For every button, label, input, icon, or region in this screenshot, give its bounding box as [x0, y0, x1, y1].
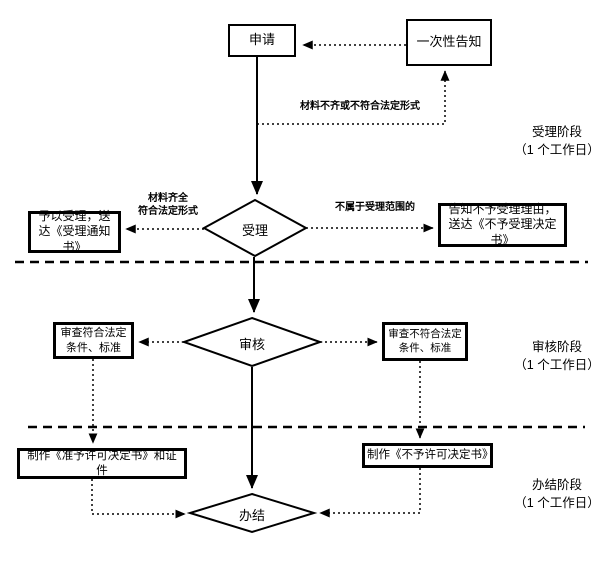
arrow-denial-to-complete	[319, 468, 421, 518]
stage-review-duration: （1 个工作日）	[514, 357, 600, 372]
arrow-permit-to-complete	[91, 479, 186, 519]
materials-incomplete-label: 材料不齐或不符合法定形式	[300, 101, 420, 112]
stage-review-name: 审核阶段	[531, 340, 582, 354]
stage-label-complete: 办结阶段 （1 个工作日）	[508, 477, 605, 512]
stage-complete-name: 办结阶段	[531, 478, 582, 492]
review-diamond	[180, 316, 324, 368]
grant-accept-box: 予以受理，送达《受理通知书》	[28, 209, 121, 254]
complete-diamond	[186, 492, 318, 534]
stage-complete-duration: （1 个工作日）	[514, 495, 600, 510]
make-denial-box: 制作《不予许可决定书》	[362, 443, 494, 468]
accept-diamond-label: 受理	[241, 223, 268, 238]
arrow-incomplete-feedback	[257, 70, 450, 125]
stage-accept-duration: （1 个工作日）	[514, 142, 600, 157]
review-diamond-label: 审核	[238, 337, 265, 352]
out-of-scope-label: 不属于受理范围的	[335, 202, 415, 213]
materials-complete-line2: 符合法定形式	[138, 205, 198, 217]
stage-label-review: 审核阶段 （1 个工作日）	[508, 339, 605, 374]
review-pass-box: 审查符合法定条件、标准	[53, 322, 134, 359]
deny-accept-box: 告知不予受理理由，送达《不予受理决定书》	[438, 202, 567, 247]
materials-complete-label: 材料齐全 符合法定形式	[126, 193, 210, 218]
apply-box: 申请	[228, 24, 296, 57]
one-time-notice-box: 一次性告知	[406, 19, 492, 66]
accept-diamond	[201, 198, 309, 258]
review-fail-box: 审查不符合法定条件、标准	[382, 322, 468, 361]
materials-complete-line1: 材料齐全	[148, 193, 188, 204]
make-permit-box: 制作《准予许可决定书》和证件	[17, 448, 187, 479]
complete-diamond-label: 办结	[238, 508, 265, 523]
stage-label-accept: 受理阶段 （1 个工作日）	[508, 124, 605, 159]
stage-accept-name: 受理阶段	[531, 125, 582, 139]
